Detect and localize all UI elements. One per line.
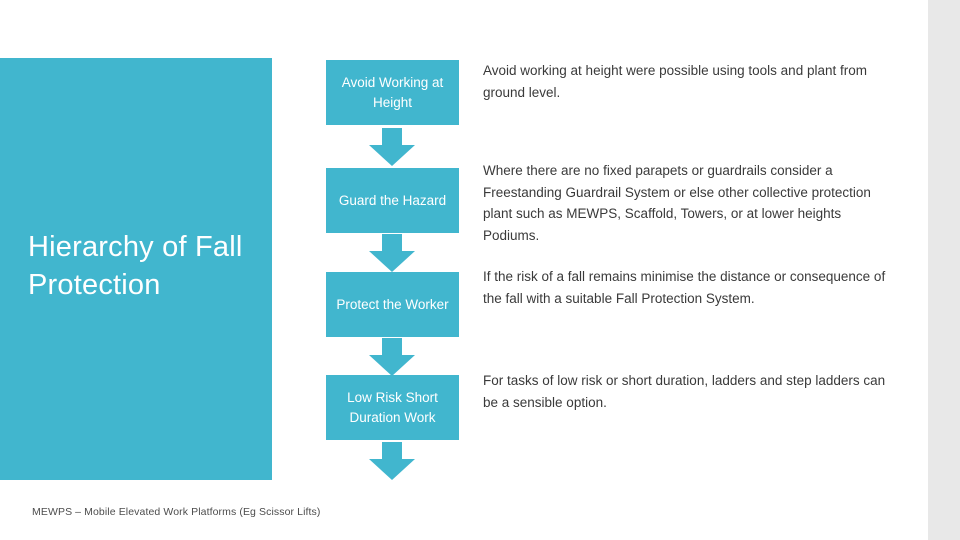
page-title: Hierarchy of Fall Protection bbox=[28, 231, 243, 301]
title-panel bbox=[0, 58, 272, 480]
flow-description-4: For tasks of low risk or short duration,… bbox=[483, 373, 886, 410]
flow-arrow-3-icon bbox=[369, 338, 415, 376]
flow-step-2[interactable]: Guard the Hazard bbox=[326, 168, 459, 233]
flow-step-1[interactable]: Avoid Working at Height bbox=[326, 60, 459, 125]
flow-arrow-2-icon bbox=[369, 234, 415, 272]
flow-arrow-1-icon bbox=[369, 128, 415, 166]
flow-step-4[interactable]: Low Risk Short Duration Work bbox=[326, 375, 459, 440]
flow-description-3: If the risk of a fall remains minimise t… bbox=[483, 269, 886, 306]
footnote: MEWPS – Mobile Elevated Work Platforms (… bbox=[32, 506, 321, 518]
flow-arrow-4-icon bbox=[369, 442, 415, 480]
flow-description-2: Where there are no fixed parapets or gua… bbox=[483, 163, 871, 243]
flow-description-1: Avoid working at height were possible us… bbox=[483, 63, 867, 100]
flow-step-3[interactable]: Protect the Worker bbox=[326, 272, 459, 337]
right-accent-band bbox=[928, 0, 960, 540]
